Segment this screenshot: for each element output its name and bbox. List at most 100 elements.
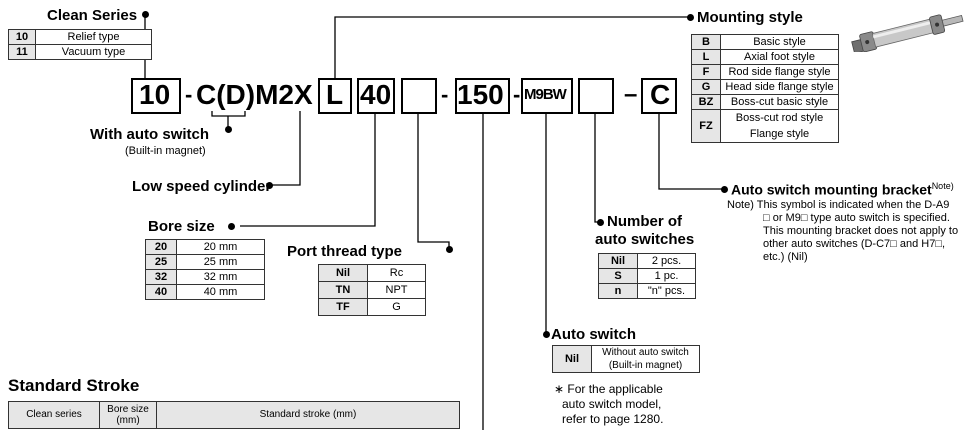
table-cell: "n" pcs. <box>638 284 696 299</box>
cell-line: Flange style <box>725 126 834 142</box>
code-dash: - <box>513 77 520 113</box>
port-thread-title: Port thread type <box>287 243 402 260</box>
num-switches-title-2: auto switches <box>595 231 694 248</box>
bracket-note-2: □ or M9□ type auto switch is specified. <box>763 212 950 224</box>
table-cell: Rod side flange style <box>721 65 839 80</box>
table-cell: Boss-cut basic style <box>721 95 839 110</box>
code-switch: M9BW <box>524 84 566 106</box>
table-cell: 10 <box>9 30 36 45</box>
with-auto-switch-title: With auto switch <box>90 126 209 143</box>
auto-switch-title: Auto switch <box>551 326 636 343</box>
connector-dot <box>225 126 232 133</box>
table-cell: 25 mm <box>177 255 265 270</box>
table-cell: 32 <box>146 270 177 285</box>
table-cell: Axial foot style <box>721 50 839 65</box>
table-cell: 40 <box>146 285 177 300</box>
code-bracket: C <box>650 77 670 113</box>
table-cell: Head side flange style <box>721 80 839 95</box>
connector-dot <box>142 11 149 18</box>
code-box-num <box>578 78 614 114</box>
table-cell: S <box>599 269 638 284</box>
bracket-note-5: etc.) (Nil) <box>763 251 808 263</box>
table-header: Clean series <box>9 402 100 429</box>
connector-dot <box>446 246 453 253</box>
table-row: NilRc <box>319 265 426 282</box>
cell-line: Boss-cut rod style <box>725 110 834 126</box>
num-switches-title-1: Number of <box>607 213 682 230</box>
bore-size-title: Bore size <box>148 218 215 235</box>
clean-series-title: Clean Series <box>47 7 137 24</box>
table-header: Bore size (mm) <box>100 402 157 429</box>
code-prefix: 10 <box>139 77 170 113</box>
table-cell: n <box>599 284 638 299</box>
table-cell: L <box>692 50 721 65</box>
standard-stroke-table: Clean series Bore size (mm) Standard str… <box>8 401 460 429</box>
low-speed-title: Low speed cylinder <box>132 178 271 195</box>
table-header: Standard stroke (mm) <box>157 402 460 429</box>
standard-stroke-title: Standard Stroke <box>8 376 139 396</box>
table-cell: Relief type <box>36 30 152 45</box>
code-dash: - <box>185 77 192 113</box>
table-cell: 32 mm <box>177 270 265 285</box>
connector-dot <box>228 223 235 230</box>
bracket-note-3: This mounting bracket does not apply to <box>763 225 958 237</box>
connector-dot <box>687 14 694 21</box>
connector-dot <box>543 331 550 338</box>
bracket-title-text: Auto switch mounting bracket <box>731 182 932 198</box>
table-cell: TF <box>319 299 368 316</box>
table-cell: FZ <box>692 110 721 143</box>
code-box-port <box>401 78 437 114</box>
table-row: FZ Boss-cut rod style Flange style <box>692 110 839 143</box>
table-cell: Without auto switch (Built-in magnet) <box>592 346 700 373</box>
table-cell: 1 pc. <box>638 269 696 284</box>
connector-dot <box>721 186 728 193</box>
table-cell: Boss-cut rod style Flange style <box>721 110 839 143</box>
table-row: n"n" pcs. <box>599 284 696 299</box>
table-row: 11 Vacuum type <box>9 45 152 60</box>
code-mount: L <box>326 77 343 113</box>
auto-switch-table: Nil Without auto switch (Built-in magnet… <box>552 345 700 373</box>
table-cell: F <box>692 65 721 80</box>
code-stroke: 150 <box>457 77 504 113</box>
table-cell: 25 <box>146 255 177 270</box>
with-auto-switch-sub: (Built-in magnet) <box>125 145 206 157</box>
table-cell: Nil <box>599 254 638 269</box>
code-bore: 40 <box>360 77 391 113</box>
table-cell: BZ <box>692 95 721 110</box>
table-cell: 40 mm <box>177 285 265 300</box>
table-cell: 2 pcs. <box>638 254 696 269</box>
table-row: Nil Without auto switch (Built-in magnet… <box>553 346 700 373</box>
connector-dot <box>597 219 604 226</box>
bracket-note-4: other auto switches (D-C7□ and H7□, <box>763 238 945 250</box>
table-cell: Vacuum type <box>36 45 152 60</box>
table-row: 10 Relief type <box>9 30 152 45</box>
auto-switch-note-1: ∗ For the applicable <box>554 382 663 396</box>
code-body: C(D)M2X <box>196 77 313 113</box>
cylinder-illustration <box>845 4 970 52</box>
table-cell: Nil <box>319 265 368 282</box>
auto-switch-note-3: refer to page 1280. <box>562 412 663 426</box>
table-cell: NPT <box>368 282 426 299</box>
table-cell: B <box>692 35 721 50</box>
table-cell: Basic style <box>721 35 839 50</box>
table-cell: 11 <box>9 45 36 60</box>
table-cell: Nil <box>553 346 592 373</box>
code-dash: - <box>441 77 448 113</box>
mounting-style-title: Mounting style <box>697 9 803 26</box>
bracket-note-1: Note) This symbol is indicated when the … <box>727 199 949 211</box>
bore-size-table: 2020 mm 2525 mm 3232 mm 4040 mm <box>145 239 265 300</box>
